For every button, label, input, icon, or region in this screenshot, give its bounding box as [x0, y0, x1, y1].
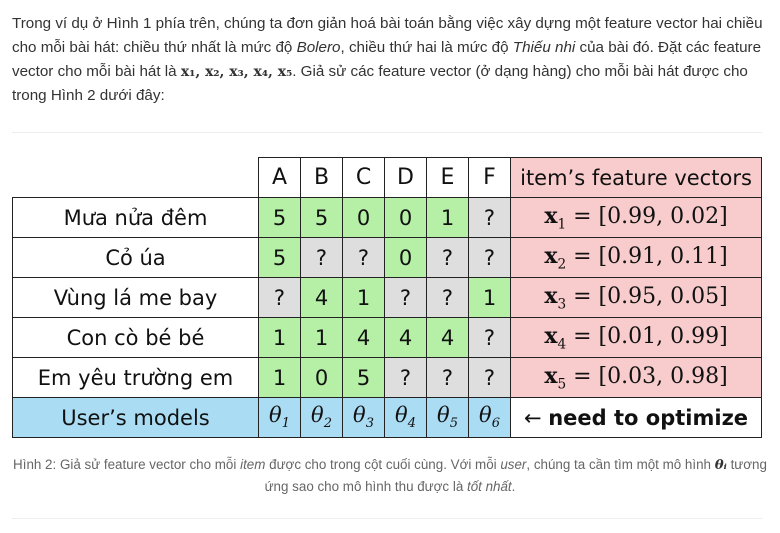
- need-to-optimize: ← need to optimize: [510, 397, 762, 438]
- rating-cell: 1: [258, 357, 301, 398]
- rating-table: A B C D E F item’s feature vectors Mưa n…: [12, 157, 762, 438]
- theta-cell: θ2: [300, 397, 343, 438]
- intro-text-3: của bài đó. Đặt các feature vector cho m…: [12, 39, 762, 80]
- song-name: Vùng lá me bay: [12, 277, 259, 318]
- intro-thieu-nhi: Thiếu nhi: [512, 39, 576, 56]
- song-name: Em yêu trường em: [12, 357, 259, 398]
- rating-cell: 1: [342, 277, 385, 318]
- intro-text-4: . Giả sử các feature vector (ở dạng hàng…: [12, 63, 748, 104]
- rating-cell: 5: [300, 197, 343, 238]
- col-header: A: [258, 157, 301, 198]
- feature-vector: x5 = [0.03, 0.98]: [510, 357, 762, 398]
- col-header: F: [468, 157, 511, 198]
- users-models-label: User’s models: [12, 397, 259, 438]
- table-row: Con cò bé bé 1 1 4 4 4 ? x4 = [0.01, 0.9…: [12, 317, 762, 358]
- rating-cell: ?: [300, 237, 343, 278]
- header-row: A B C D E F item’s feature vectors: [12, 157, 762, 198]
- rating-cell: ?: [468, 197, 511, 238]
- rating-cell: 0: [342, 197, 385, 238]
- theta-cell: θ5: [426, 397, 469, 438]
- rating-cell: 0: [384, 197, 427, 238]
- rating-cell: 1: [426, 197, 469, 238]
- intro-paragraph: Trong ví dụ ở Hình 1 phía trên, chúng ta…: [12, 12, 768, 108]
- col-header: D: [384, 157, 427, 198]
- rating-cell: ?: [426, 237, 469, 278]
- corner-cell: [12, 157, 259, 198]
- feature-vector: x4 = [0.01, 0.99]: [510, 317, 762, 358]
- divider-top: [12, 132, 762, 133]
- theta-cell: θ3: [342, 397, 385, 438]
- col-header: E: [426, 157, 469, 198]
- figure-caption: Hình 2: Giả sử feature vector cho mỗi it…: [13, 457, 767, 494]
- feature-header: item’s feature vectors: [510, 157, 762, 198]
- rating-cell: 5: [342, 357, 385, 398]
- feature-vector: x1 = [0.99, 0.02]: [510, 197, 762, 238]
- rating-cell: 1: [258, 317, 301, 358]
- table-row: Mưa nửa đêm 5 5 0 0 1 ? x1 = [0.99, 0.02…: [12, 197, 762, 238]
- rating-cell: 4: [426, 317, 469, 358]
- rating-cell: 5: [258, 237, 301, 278]
- rating-cell: 5: [258, 197, 301, 238]
- rating-cell: 0: [384, 237, 427, 278]
- rating-cell: ?: [258, 277, 301, 318]
- rating-cell: ?: [468, 357, 511, 398]
- feature-vector: x3 = [0.95, 0.05]: [510, 277, 762, 318]
- col-header: B: [300, 157, 343, 198]
- col-header: C: [342, 157, 385, 198]
- table-row: Em yêu trường em 1 0 5 ? ? ? x5 = [0.03,…: [12, 357, 762, 398]
- rating-cell: 1: [468, 277, 511, 318]
- models-row: User’s models θ1 θ2 θ3 θ4 θ5 θ6 ← need t…: [12, 397, 762, 438]
- rating-cell: 1: [300, 317, 343, 358]
- song-name: Cỏ úa: [12, 237, 259, 278]
- intro-math-vectors: x₁, x₂, x₃, x₄, x₅: [180, 64, 293, 80]
- rating-cell: ?: [384, 357, 427, 398]
- rating-cell: 4: [300, 277, 343, 318]
- rating-cell: ?: [384, 277, 427, 318]
- left-arrow-icon: ←: [523, 405, 549, 430]
- rating-cell: 0: [300, 357, 343, 398]
- song-name: Con cò bé bé: [12, 317, 259, 358]
- intro-text-1: Trong ví dụ ở Hình 1 phía trên, chúng ta…: [12, 15, 763, 56]
- rating-cell: ?: [342, 237, 385, 278]
- divider-bottom: [12, 518, 762, 519]
- rating-cell: 4: [384, 317, 427, 358]
- theta-cell: θ1: [258, 397, 301, 438]
- table-row: Cỏ úa 5 ? ? 0 ? ? x2 = [0.91, 0.11]: [12, 237, 762, 278]
- theta-cell: θ6: [468, 397, 511, 438]
- intro-text-2: , chiều thứ hai là mức độ: [340, 39, 513, 56]
- intro-bolero: Bolero: [296, 39, 341, 56]
- rating-cell: 4: [342, 317, 385, 358]
- song-name: Mưa nửa đêm: [12, 197, 259, 238]
- rating-cell: ?: [426, 277, 469, 318]
- table-row: Vùng lá me bay ? 4 1 ? ? 1 x3 = [0.95, 0…: [12, 277, 762, 318]
- rating-cell: ?: [426, 357, 469, 398]
- rating-cell: ?: [468, 237, 511, 278]
- theta-cell: θ4: [384, 397, 427, 438]
- feature-vector: x2 = [0.91, 0.11]: [510, 237, 762, 278]
- rating-cell: ?: [468, 317, 511, 358]
